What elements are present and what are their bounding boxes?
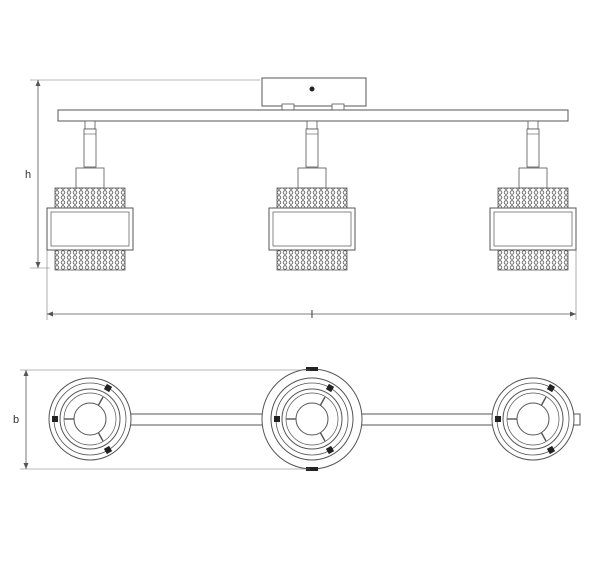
breadth-dimension: b xyxy=(13,369,310,470)
top-view: b xyxy=(13,367,581,471)
canopy-screw xyxy=(309,86,315,92)
length-label: l xyxy=(311,309,313,321)
spotlight-top-3 xyxy=(491,377,575,461)
spotlight-front-1 xyxy=(46,120,134,271)
height-dimension: h xyxy=(25,79,260,269)
ceiling-canopy xyxy=(261,77,367,107)
spotlight-front-3 xyxy=(489,120,577,271)
height-label: h xyxy=(25,169,31,181)
length-dimension: l xyxy=(46,250,577,321)
canopy-foot-right xyxy=(331,103,345,111)
spotlight-top-2 xyxy=(270,377,354,461)
spotlight-top-1 xyxy=(48,377,132,461)
mounting-bar xyxy=(57,109,569,122)
front-view: h l xyxy=(25,77,577,321)
spotlight-front-2 xyxy=(268,120,356,271)
breadth-label: b xyxy=(13,414,19,426)
canopy-foot-left xyxy=(281,103,295,111)
